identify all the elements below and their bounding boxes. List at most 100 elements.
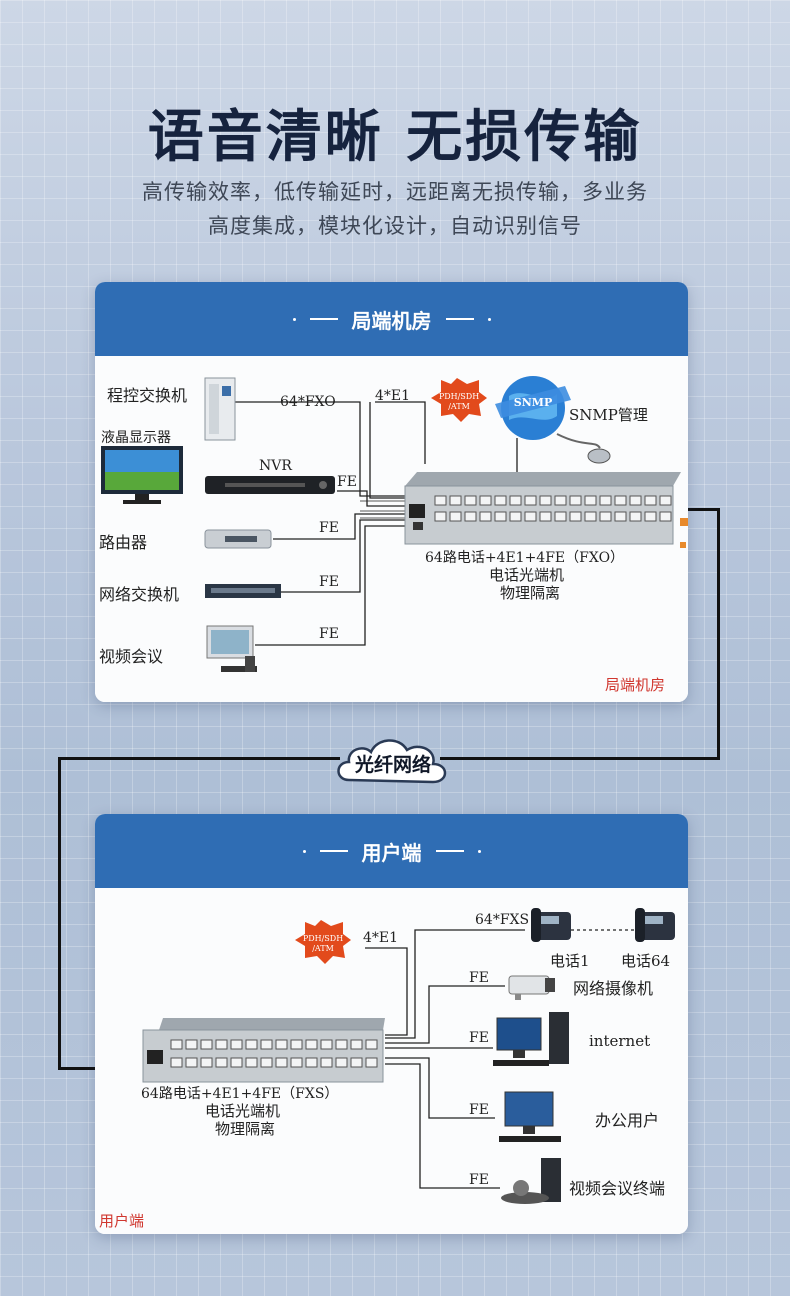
rj11-port (320, 1039, 333, 1050)
rj11-port (479, 511, 492, 522)
rj11-port (185, 1057, 198, 1068)
rj11-port (200, 1057, 213, 1068)
central-office-title: 局端机房 (351, 308, 432, 333)
rj11-port (260, 1057, 273, 1068)
fe-link-1: FE (337, 474, 357, 490)
device-caption-line-3: 物理隔离 (215, 1120, 275, 1138)
net-switch-label: 网络交换机 (99, 585, 179, 604)
fe-link-2: FE (469, 1030, 489, 1046)
subline-2: 高度集成，模块化设计，自动识别信号 (208, 214, 582, 238)
device-caption-line-3: 物理隔离 (500, 584, 560, 602)
rj11-port (365, 1039, 378, 1050)
rj11-port (569, 511, 582, 522)
rj11-port (479, 495, 492, 506)
rj11-port (215, 1057, 228, 1068)
rj11-port (659, 511, 672, 522)
monitor-label: 液晶显示器 (101, 430, 171, 446)
phone-icon (531, 908, 571, 942)
rj11-port (305, 1039, 318, 1050)
pdh-line-2: /ATM (312, 944, 334, 953)
rj11-port (614, 511, 627, 522)
pdh-sdh-atm-burst-icon: PDH/SDH /ATM (295, 920, 351, 964)
router-label: 路由器 (99, 533, 147, 552)
rj11-port (494, 511, 507, 522)
nvr-label: NVR (259, 458, 292, 474)
corner-label-central: 局端机房 (605, 676, 665, 694)
rj11-port (320, 1057, 333, 1068)
fiber-line-bottom-stub (58, 1067, 98, 1070)
fe-link-4: FE (319, 626, 339, 642)
video-terminal-icon (501, 1158, 561, 1204)
fiber-line-top-stub (686, 508, 720, 511)
user-side-card: 用户端 PDH/SDH /ATM 4*E1 64*FXS (95, 814, 688, 1234)
internet-label: internet (589, 1032, 650, 1050)
rj11-port (230, 1057, 243, 1068)
rj11-port (170, 1039, 183, 1050)
rj11-port (434, 511, 447, 522)
rj11-port (275, 1039, 288, 1050)
rj11-port (185, 1039, 198, 1050)
rj11-port (245, 1057, 258, 1068)
fiber-line-right (717, 508, 720, 760)
rj11-port (644, 495, 657, 506)
fe-link-2: FE (319, 520, 339, 536)
fe-link-4: FE (469, 1172, 489, 1188)
rj11-port (614, 495, 627, 506)
rj11-port (260, 1039, 273, 1050)
page-headline: 语音清晰 无损传输 (147, 105, 643, 170)
rj11-port (554, 511, 567, 522)
fiber-line-left (58, 757, 61, 1070)
central-office-diagram: 程控交换机 64*FXO 4*E1 液晶显示器 NVR FE (95, 356, 688, 702)
rj11-port (170, 1057, 183, 1068)
rj11-port (290, 1039, 303, 1050)
video-conf-label: 视频会议 (99, 647, 163, 666)
central-office-card: 局端机房 (95, 282, 688, 702)
rj11-port (509, 495, 522, 506)
rj11-port (554, 495, 567, 506)
office-label: 办公用户 (595, 1111, 659, 1130)
corner-label-user: 用户端 (99, 1212, 144, 1230)
nvr-icon (205, 476, 335, 494)
optical-terminal-ports (434, 495, 672, 522)
optical-terminal-icon (404, 472, 681, 545)
rj11-port (524, 511, 537, 522)
pbx-cabinet-icon (204, 377, 236, 441)
rj11-port (464, 495, 477, 506)
rj11-port (464, 511, 477, 522)
video-terminal-label: 视频会议终端 (569, 1179, 665, 1198)
fxo-link-label: 64*FXO (280, 394, 336, 410)
phone1-label: 电话1 (550, 952, 590, 970)
device-caption-line-2: 电话光端机 (205, 1102, 280, 1120)
rj11-port (524, 495, 537, 506)
rj11-port (230, 1039, 243, 1050)
snmp-label: SNMP管理 (569, 406, 648, 424)
rj11-port (494, 495, 507, 506)
rj11-port (599, 495, 612, 506)
rj11-port (659, 495, 672, 506)
rj11-port (275, 1057, 288, 1068)
rj11-port (200, 1039, 213, 1050)
rj11-port (584, 495, 597, 506)
e1-link-label: 4*E1 (363, 930, 398, 946)
rj11-port (290, 1057, 303, 1068)
user-side-diagram: PDH/SDH /ATM 4*E1 64*FXS 电话1 电话64 FE (95, 888, 688, 1234)
rj11-port (539, 511, 552, 522)
rj11-port (509, 511, 522, 522)
rj11-port (599, 511, 612, 522)
rj11-port (449, 511, 462, 522)
fxs-link-label: 64*FXS (475, 912, 529, 928)
camera-label: 网络摄像机 (573, 979, 653, 998)
led-indicator (680, 542, 686, 548)
rj11-port (569, 495, 582, 506)
rj11-port (365, 1057, 378, 1068)
pdh-line-2: /ATM (448, 402, 470, 411)
optical-terminal-icon (142, 1018, 385, 1083)
optical-terminal-ports (170, 1039, 378, 1068)
pdh-line-1: PDH/SDH (439, 392, 479, 401)
pdh-sdh-atm-burst-icon: PDH/SDH /ATM (431, 378, 487, 422)
snmp-globe-icon: SNMP (495, 376, 611, 464)
router-icon (204, 529, 272, 549)
rj11-port (335, 1057, 348, 1068)
office-computer-icon (499, 1091, 561, 1142)
fiber-network-cloud: 光纤网络 (333, 732, 453, 792)
